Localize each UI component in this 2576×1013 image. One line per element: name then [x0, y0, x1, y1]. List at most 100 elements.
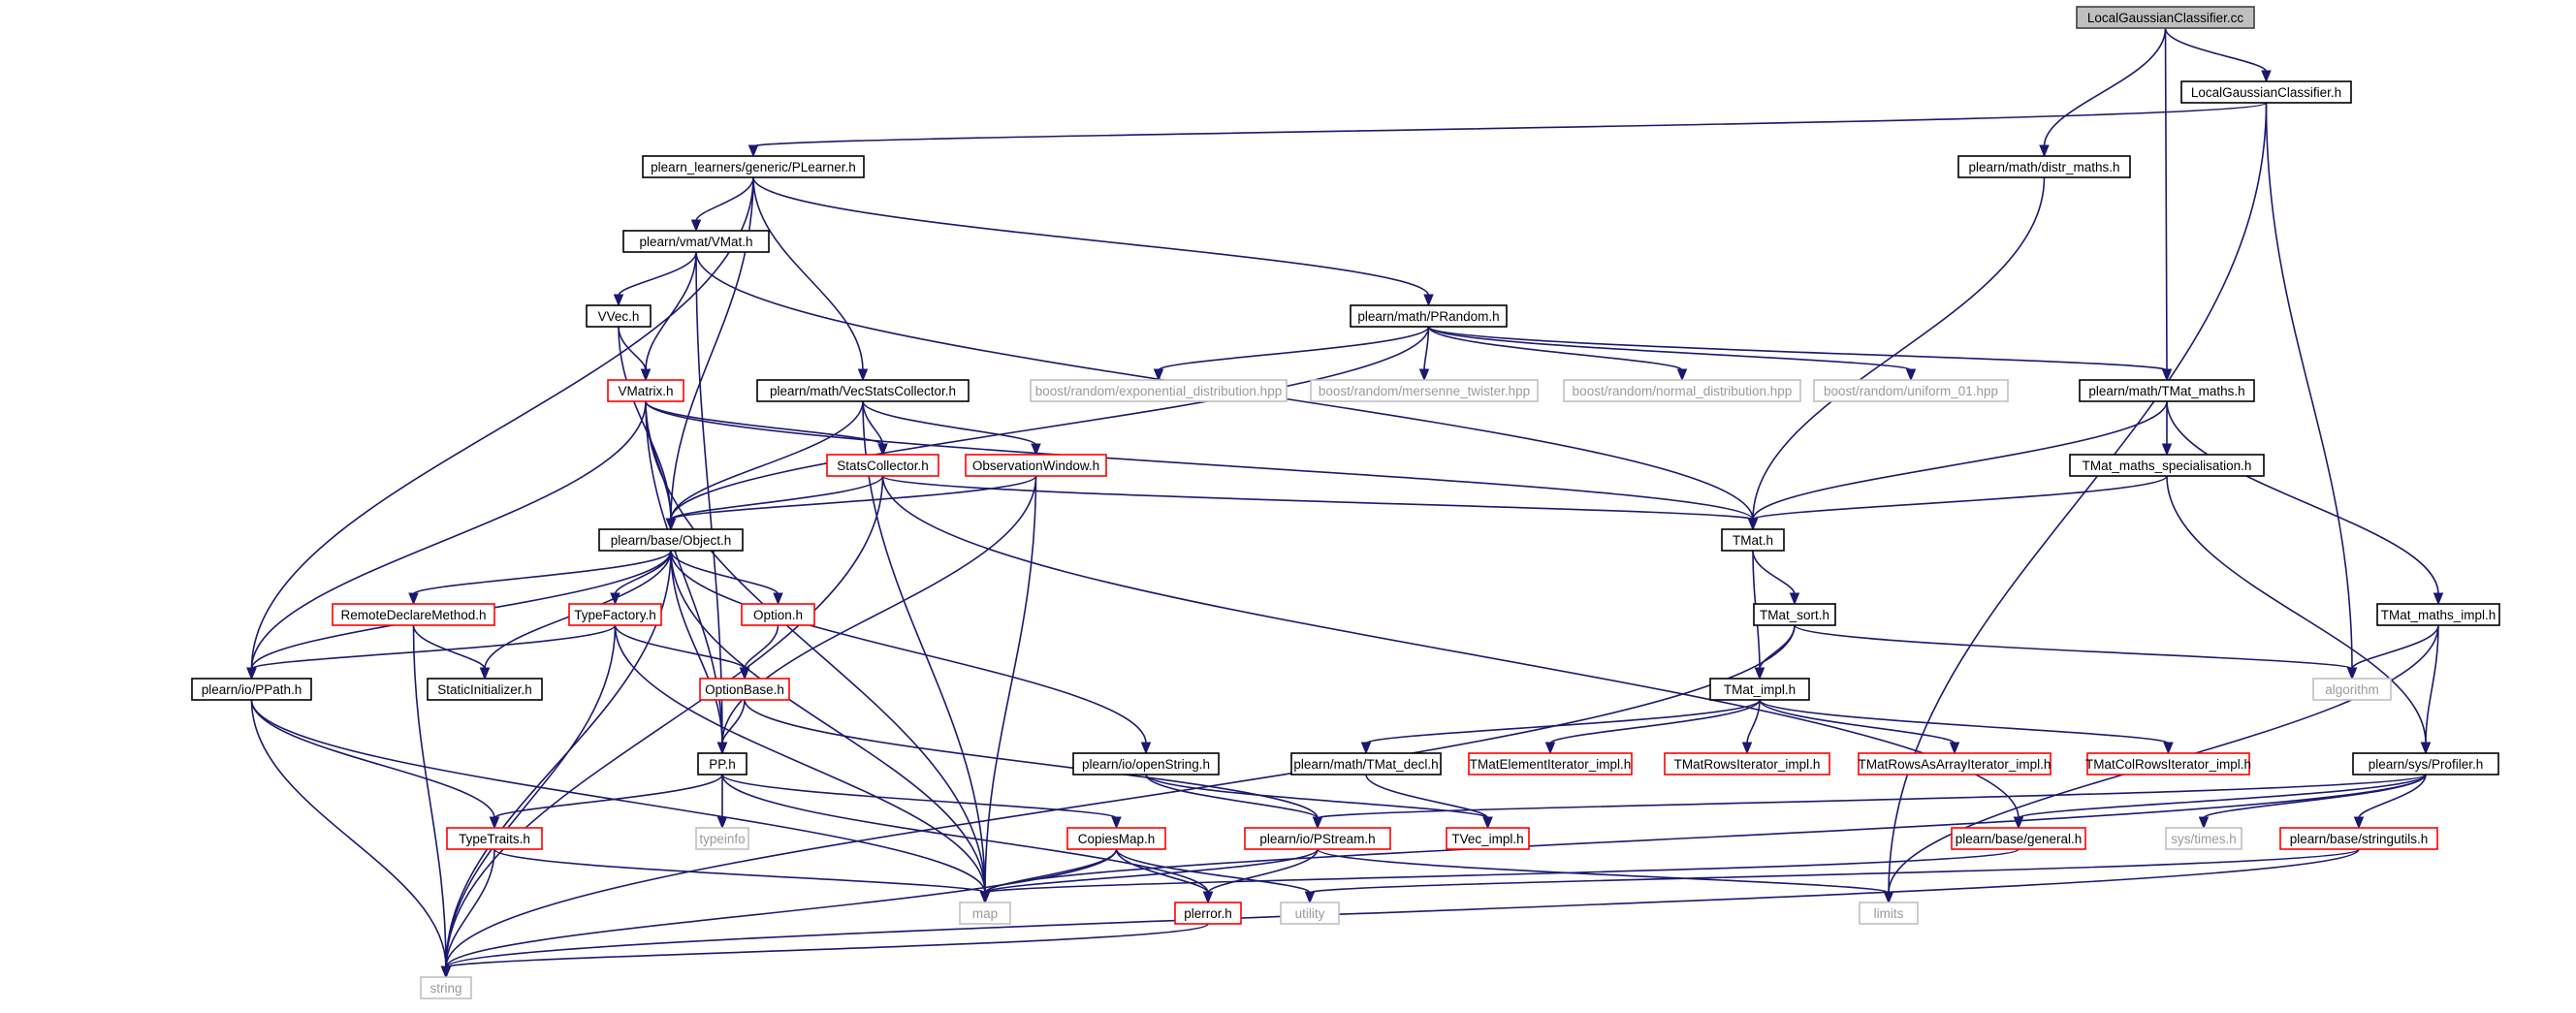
node-vvec[interactable]: VVec.h — [586, 304, 652, 328]
node-tmatrowsarr[interactable]: TMatRowsAsArrayIterator_impl.h — [1858, 752, 2051, 776]
node-bunif[interactable]: boost/random/uniform_01.hpp — [1813, 379, 2009, 402]
edge-pp-to-typetraits — [489, 774, 723, 830]
node-tmatrows[interactable]: TMatRowsIterator_impl.h — [1664, 752, 1830, 776]
edge-vecstats-to-statsc — [862, 400, 888, 457]
node-bmt[interactable]: boost/random/mersenne_twister.hpp — [1310, 379, 1539, 402]
node-box — [1664, 752, 1830, 776]
node-label: plearn/base/Object.h — [611, 533, 732, 548]
node-label: boost/random/uniform_01.hpp — [1824, 384, 1998, 398]
node-openstring[interactable]: plearn/io/openString.h — [1072, 752, 1220, 776]
node-plerror[interactable]: plerror.h — [1174, 902, 1242, 925]
node-tmatcol[interactable]: TMatColRowsIterator_impl.h — [2085, 752, 2251, 776]
node-box — [1446, 827, 1530, 850]
node-algorithm[interactable]: algorithm — [2312, 678, 2392, 701]
node-label: TMatRowsAsArrayIterator_impl.h — [1859, 757, 2051, 772]
node-profiler[interactable]: plearn/sys/Profiler.h — [2352, 752, 2499, 776]
node-string[interactable]: string — [420, 976, 472, 999]
node-box — [446, 827, 543, 850]
arrowhead — [479, 667, 491, 681]
node-box — [607, 379, 684, 402]
node-tmatimpl[interactable]: TMat_impl.h — [1709, 678, 1810, 701]
node-statsc[interactable]: StatsCollector.h — [826, 454, 939, 477]
node-tmimpl2[interactable]: TMat_maths_impl.h — [2376, 603, 2500, 626]
node-label: Option.h — [753, 608, 803, 622]
node-stringutils[interactable]: plearn/base/stringutils.h — [2279, 827, 2438, 850]
edge-vmat-to-vvec — [613, 251, 697, 307]
node-label: TMat.h — [1733, 533, 1773, 548]
edge-object-to-openstring — [670, 550, 1152, 755]
node-lgch[interactable]: LocalGaussianClassifier.h — [2180, 80, 2352, 104]
node-typeinfo[interactable]: typeinfo — [695, 827, 749, 850]
node-vmatrix[interactable]: VMatrix.h — [607, 379, 684, 402]
edge-pstream-to-plerror — [1202, 848, 1319, 904]
node-obswin[interactable]: ObservationWindow.h — [965, 454, 1107, 477]
node-pp[interactable]: PP.h — [697, 752, 747, 776]
arrowhead — [408, 592, 419, 606]
edge-pstream-to-map — [979, 848, 1319, 904]
arrowhead — [716, 742, 728, 755]
node-prandom[interactable]: plearn/math/PRandom.h — [1350, 304, 1508, 328]
node-tmatelem[interactable]: TMatElementIterator_impl.h — [1468, 752, 1633, 776]
node-remote[interactable]: RemoteDeclareMethod.h — [332, 603, 495, 626]
node-label: TMat_sort.h — [1760, 608, 1829, 622]
edge-profiler-to-pstream — [1312, 774, 2427, 830]
node-label: plearn/math/distr_maths.h — [1968, 160, 2119, 174]
node-label: LocalGaussianClassifier.h — [2191, 85, 2341, 100]
node-tmatsort[interactable]: TMat_sort.h — [1753, 603, 1836, 626]
node-tmatmaths[interactable]: plearn/math/TMat_maths.h — [2079, 379, 2255, 402]
edge-tmspec-to-tmath — [1747, 475, 2168, 531]
node-pstream[interactable]: plearn/io/PStream.h — [1244, 827, 1391, 850]
arrowhead — [1789, 592, 1800, 606]
node-tmspec[interactable]: TMat_maths_specialisation.h — [2069, 454, 2265, 477]
node-limits[interactable]: limits — [1859, 902, 1919, 925]
arrowhead — [1418, 368, 1430, 382]
node-distr[interactable]: plearn/math/distr_maths.h — [1957, 155, 2131, 178]
node-box — [1030, 379, 1288, 402]
edge-prandom-to-bnorm — [1427, 326, 1688, 382]
node-box — [1721, 528, 1785, 552]
node-copiesmap[interactable]: CopiesMap.h — [1066, 827, 1166, 850]
node-systimes[interactable]: sys/times.h — [2165, 827, 2242, 850]
node-box — [586, 304, 652, 328]
node-box — [2165, 827, 2242, 850]
arrowhead — [773, 592, 783, 606]
node-bnorm[interactable]: boost/random/normal_distribution.hpp — [1563, 379, 1801, 402]
node-vmat[interactable]: plearn/vmat/VMat.h — [622, 230, 770, 253]
node-box — [2076, 6, 2255, 29]
node-tvecimpl[interactable]: TVec_impl.h — [1446, 827, 1530, 850]
node-box — [1858, 752, 2051, 776]
node-option[interactable]: Option.h — [741, 603, 815, 626]
node-bexp[interactable]: boost/random/exponential_distribution.hp… — [1030, 379, 1288, 402]
edge-object-to-remote — [408, 550, 672, 606]
node-box — [598, 528, 744, 552]
node-label: typeinfo — [699, 832, 745, 846]
node-staticinit[interactable]: StaticInitializer.h — [427, 678, 543, 701]
node-tmath[interactable]: TMat.h — [1721, 528, 1785, 552]
node-box — [1813, 379, 2009, 402]
node-label: plerror.h — [1184, 906, 1232, 921]
node-object[interactable]: plearn/base/Object.h — [598, 528, 744, 552]
node-box — [1350, 304, 1508, 328]
edge-object-to-option — [670, 550, 783, 606]
node-box — [2069, 454, 2265, 477]
node-general[interactable]: plearn/base/general.h — [1951, 827, 2086, 850]
node-typetraits[interactable]: TypeTraits.h — [446, 827, 543, 850]
node-plearner[interactable]: plearn_learners/generic/PLearner.h — [642, 155, 865, 178]
node-box — [1072, 752, 1220, 776]
edge-optionbase-to-pstream — [744, 699, 1323, 830]
node-label: StatsCollector.h — [837, 459, 929, 473]
node-ppath[interactable]: plearn/io/PPath.h — [191, 678, 312, 701]
node-vecstats[interactable]: plearn/math/VecStatsCollector.h — [756, 379, 970, 402]
node-box — [1951, 827, 2086, 850]
node-label: plearn/base/stringutils.h — [2290, 832, 2429, 846]
node-utility[interactable]: utility — [1280, 902, 1340, 925]
node-optionbase[interactable]: OptionBase.h — [699, 678, 790, 701]
node-label: TypeFactory.h — [574, 608, 656, 622]
node-box — [427, 678, 543, 701]
node-tmatdecl[interactable]: plearn/math/TMat_decl.h — [1290, 752, 1442, 776]
node-typefactory[interactable]: TypeFactory.h — [568, 603, 662, 626]
node-map[interactable]: map — [959, 902, 1011, 925]
node-label: PP.h — [709, 757, 736, 772]
node-root[interactable]: LocalGaussianClassifier.cc — [2076, 6, 2255, 29]
